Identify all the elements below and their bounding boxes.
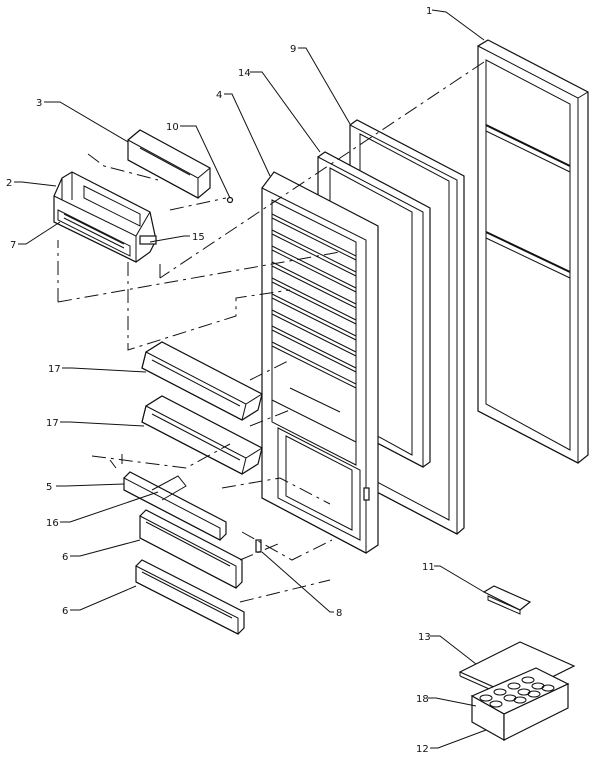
callout-9: 9 [290,44,296,55]
callout-17-upper: 17 [48,364,61,375]
callout-6-upper: 6 [62,552,68,563]
callout-10: 10 [166,122,179,133]
callout-13: 13 [418,632,431,643]
callout-labels: 1 2 3 4 5 6 6 7 8 9 10 11 12 13 14 15 16… [6,6,435,755]
callout-17-lower: 17 [46,418,59,429]
part-17-lower-shelf [141,395,263,475]
part-1-door-frame [477,39,589,464]
part-3-top-bin [127,129,211,199]
part-5-small-bin [109,454,227,541]
assembly-lines [57,61,485,603]
callout-4: 4 [216,90,222,101]
part-11-small-tray [482,585,532,615]
part-12-ice-tray [470,667,570,742]
callout-7: 7 [10,240,16,251]
leader-lines [14,9,487,749]
part-17-upper-shelf [141,341,263,421]
callout-18: 18 [416,694,429,705]
part-2-dairy-housing [53,171,157,263]
part-10-screw [226,196,234,204]
callout-6-lower: 6 [62,606,68,617]
callout-1: 1 [426,6,432,17]
callout-3: 3 [36,98,42,109]
part-18-ice-cubes [479,676,555,708]
part-6-lower-bin [135,559,245,635]
callout-5: 5 [46,482,52,493]
callout-16: 16 [46,518,59,529]
part-6-upper-bin [139,509,243,589]
callout-12: 12 [416,744,429,755]
callout-11: 11 [422,562,435,573]
part-4-door-liner [261,171,379,554]
callout-14: 14 [238,68,251,79]
part-16-bin-clip [151,475,187,501]
callout-15: 15 [192,232,205,243]
part-15-dairy-hinge [139,235,157,245]
part-7-dairy-door [57,209,131,257]
callout-8: 8 [336,608,342,619]
callout-2: 2 [6,178,12,189]
